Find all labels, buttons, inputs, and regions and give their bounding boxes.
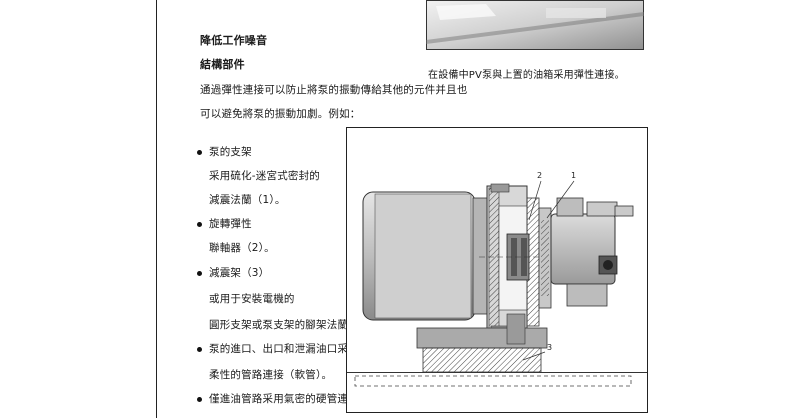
motor — [362, 191, 488, 321]
damping-frame — [347, 313, 647, 387]
bullet-marker — [197, 347, 202, 352]
callout-leader-2 — [528, 180, 542, 221]
damping-flange — [538, 207, 552, 309]
callout-3: 3 — [547, 343, 552, 352]
bullet-marker — [197, 271, 202, 276]
pump-body — [550, 197, 634, 307]
bullet-2-line-1: 旋轉彈性 — [209, 218, 252, 230]
bullet-4-line-2: 柔性的管路連接（軟管）。 — [209, 369, 333, 381]
bullet-marker — [197, 222, 202, 227]
bullet-3-line-3: 圓形支架或泵支架的腳架法蘭。 — [209, 319, 359, 331]
pump-photo — [426, 0, 644, 50]
bullet-1-line-2: 采用硫化-迷宮式密封的 — [209, 170, 320, 182]
callout-leader-3 — [522, 351, 546, 361]
callout-leader-1 — [546, 180, 575, 219]
bullet-3-line-1: 減震架（3） — [209, 267, 270, 279]
bullet-3-line-2: 或用于安裝電機的 — [209, 293, 295, 305]
pump-mounting-drawing: 2 1 3 — [346, 127, 648, 413]
intro-line-1: 通過彈性連接可以防止將泵的振動傳給其他的元件并且也 — [200, 84, 468, 96]
bullet-5-line-1: 僅進油管路采用氣密的硬管連接。 — [209, 393, 370, 405]
callout-1: 1 — [571, 171, 576, 180]
photo-caption: 在設備中PV泵與上置的油箱采用彈性連接。 — [428, 70, 625, 81]
bullet-marker — [197, 397, 202, 402]
bullet-4-line-1: 泵的進口、出口和泄漏油口采用 — [209, 343, 359, 355]
section-subheading: 結構部件 — [200, 58, 245, 71]
callout-2: 2 — [537, 171, 542, 180]
bullet-2-line-2: 聯軸器（2）。 — [209, 242, 275, 254]
bullet-1-line-3: 減震法蘭（1）。 — [209, 194, 286, 206]
intro-line-2: 可以避免將泵的振動加劇。例如： — [200, 108, 361, 120]
bullet-marker — [197, 150, 202, 155]
bullet-1-line-1: 泵的支架 — [209, 146, 252, 158]
left-margin-rule — [156, 0, 157, 418]
section-heading: 降低工作噪音 — [200, 34, 268, 47]
